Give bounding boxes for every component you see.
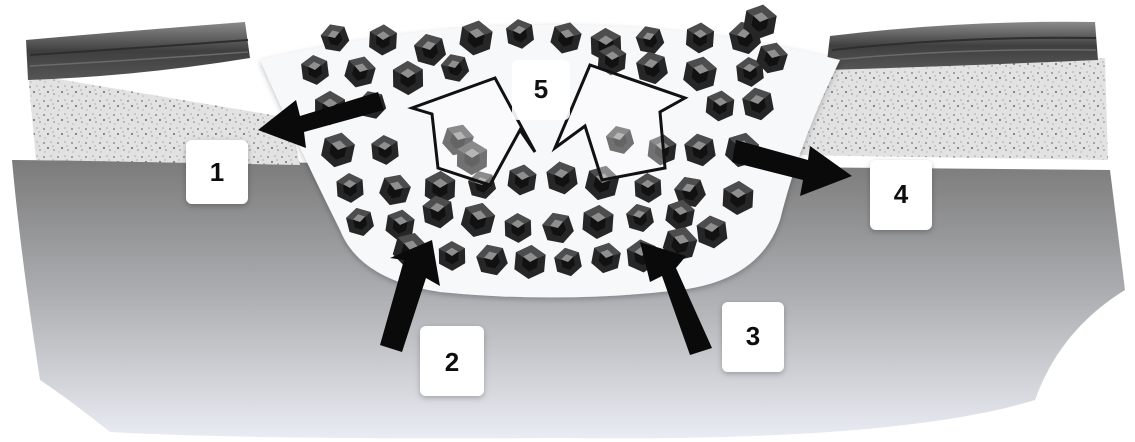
label-3: 3 [722, 302, 784, 372]
label-4-text: 4 [894, 179, 909, 209]
label-1-text: 1 [210, 157, 224, 187]
outline-arrow-left [407, 76, 537, 187]
right-skin-block [790, 21, 1108, 160]
deep-tissue [12, 160, 1125, 439]
solid-arrows [258, 92, 852, 355]
arrow-1 [258, 92, 384, 148]
label-3-text: 3 [746, 321, 760, 351]
outline-arrows [407, 63, 689, 187]
left-skin-block [26, 22, 300, 165]
arrow-2 [380, 240, 440, 352]
arrow-4 [732, 140, 852, 196]
label-2: 2 [420, 326, 484, 396]
label-5-text: 5 [534, 74, 548, 104]
label-4: 4 [870, 160, 932, 230]
outline-arrow-right [551, 63, 689, 182]
label-5: 5 [512, 60, 570, 120]
arrow-3 [640, 242, 712, 355]
label-1: 1 [186, 140, 248, 204]
label-2-text: 2 [445, 347, 459, 377]
